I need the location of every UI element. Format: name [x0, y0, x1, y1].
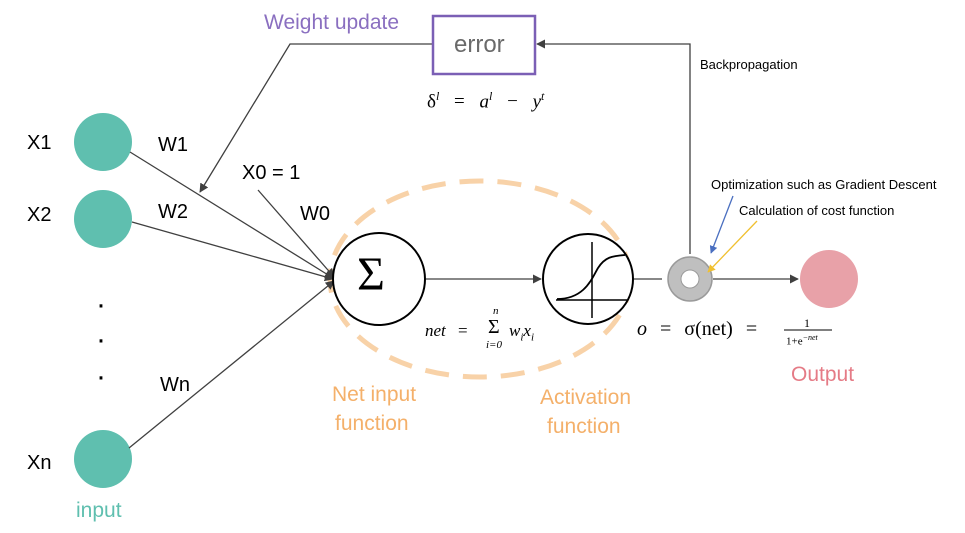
fraction-den-exp: −net: [802, 333, 818, 342]
net-formula-lhs: net =: [425, 322, 468, 339]
input-label-xn: Xn: [27, 452, 52, 474]
cost-arrow: [707, 220, 758, 273]
output-node: [800, 250, 858, 308]
net-term-w: w: [509, 321, 521, 340]
input-node-x1: [74, 113, 132, 171]
backprop-arrow: [536, 39, 691, 254]
delta-symbol: δ: [427, 91, 436, 113]
delta-a-superscript: l: [489, 89, 493, 103]
bias-input-label: X0 = 1: [242, 162, 301, 184]
ellipsis-dot-3: ·: [96, 360, 106, 393]
delta-formula: δl = al − yt: [427, 90, 544, 111]
input-label-x1: X1: [27, 132, 52, 154]
optimization-arrow: [709, 195, 734, 254]
net-sum-upper: n: [493, 305, 499, 317]
weight-update-arrow: [199, 43, 432, 193]
weight-label-wn: Wn: [160, 374, 190, 396]
net-input-label-line1: Net input: [332, 383, 417, 406]
delta-a: a: [479, 91, 490, 113]
input-node-xn: [74, 430, 132, 488]
error-box: [431, 14, 537, 76]
weight-update-label: Weight update: [264, 11, 400, 34]
net-term-x: x: [523, 321, 531, 340]
activation-label-line1: Activation: [540, 386, 632, 409]
output-eq-2: =: [745, 318, 758, 340]
net-sum-sigma: Σ: [488, 316, 500, 338]
net-sum-lower: i=0: [486, 339, 502, 351]
sigmoid-curve-icon: [556, 242, 627, 318]
error-label: error: [454, 31, 505, 58]
net-term-x-index: i: [530, 331, 535, 344]
activation-node: [542, 233, 634, 325]
cost-label: Calculation of cost function: [739, 203, 895, 218]
delta-superscript: l: [435, 89, 440, 103]
output-var: o: [637, 318, 647, 340]
delta-minus: −: [507, 91, 518, 113]
edge-w0: [257, 189, 335, 278]
output-label: Output: [791, 363, 855, 386]
output-eq-1: =: [660, 318, 672, 340]
fraction-numerator: 1: [804, 316, 810, 330]
edge-w2: [131, 221, 334, 282]
output-sigma: σ(net): [684, 318, 733, 340]
net-eq: =: [458, 321, 468, 340]
ellipsis-dot-1: ·: [96, 288, 106, 321]
delta-y-superscript: t: [541, 89, 545, 103]
backpropagation-label: Backpropagation: [700, 57, 798, 72]
net-input-label-line2: function: [335, 412, 409, 435]
weight-label-w0: W0: [300, 203, 330, 225]
output-formula: o = σ(net) =: [637, 319, 765, 339]
input-group-label: input: [76, 499, 122, 522]
net-term-w-index: i: [520, 331, 524, 344]
summation-symbol: Σ: [357, 248, 385, 301]
edge-wn: [128, 280, 335, 449]
delta-eq: =: [454, 91, 465, 113]
summation-node: [332, 232, 426, 326]
ellipsis-dot-2: ·: [96, 323, 106, 356]
optimization-label: Optimization such as Gradient Descent: [711, 177, 937, 192]
edge-w1: [129, 151, 334, 279]
cost-ring-hole: [680, 269, 700, 289]
fraction-den-base: 1+e: [786, 335, 803, 348]
fraction-denominator: 1+e−net: [786, 334, 818, 348]
weight-label-w1: W1: [158, 134, 188, 156]
input-node-x2: [74, 190, 132, 248]
net-sum-term: wixi: [509, 322, 534, 343]
activation-label-line2: function: [547, 415, 621, 438]
net-var: net: [425, 321, 446, 340]
input-label-x2: X2: [27, 204, 52, 226]
weight-label-w2: W2: [158, 201, 188, 223]
delta-y: y: [532, 91, 542, 113]
